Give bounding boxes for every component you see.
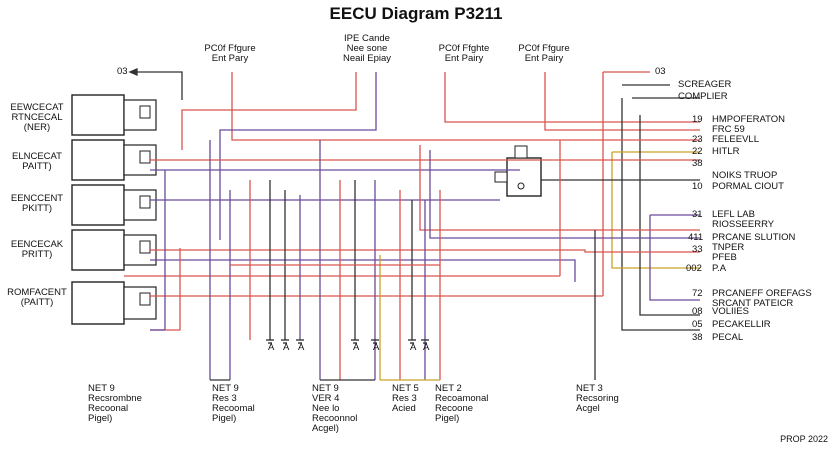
- left-label-3: EENCCENT PKITT): [10, 193, 64, 214]
- ground-mark-5: A: [373, 342, 380, 353]
- right-text-12: P.A: [712, 263, 727, 274]
- ecu-module-2: [71, 139, 157, 181]
- right-num-12: 002: [686, 263, 702, 274]
- right-text-8: PORMAL CIOUT: [712, 181, 784, 192]
- right-num-4: 19: [692, 114, 703, 125]
- ground-symbols: [266, 339, 429, 344]
- bottom-label-3: NET 9 VER 4 Nee lo Recoonnol Acgel): [312, 383, 358, 434]
- ecu-module-3: [71, 184, 157, 226]
- left-arrow-label: 03: [117, 66, 128, 77]
- right-num-6: 22: [692, 146, 703, 157]
- top-label-1: PC0f Ffgure Ent Pary: [204, 43, 256, 64]
- left-label-2: ELNCECAT PAITT): [12, 151, 62, 172]
- wires: [124, 68, 700, 381]
- top-label-2: IPE Cande Nee sone Neail Epiay: [342, 33, 392, 64]
- left-label-1: EEWCECAT RTNCECAL (NER): [10, 102, 64, 133]
- right-text-4: HMPOFERATON FRC 59: [712, 114, 786, 135]
- right-text-2: SCREAGER: [678, 79, 732, 90]
- right-num-8: 10: [692, 181, 703, 192]
- right-num-7: 38: [692, 158, 703, 169]
- right-num-14: 08: [692, 306, 703, 317]
- right-text-11: TNPER PFEB: [712, 242, 745, 263]
- bottom-label-1: NET 9 Recsrombne Recoonal Pigel): [88, 383, 142, 424]
- bottom-label-4: NET 5 Res 3 Acied: [392, 383, 419, 414]
- right-text-16: PECAL: [712, 332, 744, 343]
- bottom-label-2: NET 9 Res 3 Recoomal Pigel): [212, 383, 255, 424]
- right-text-6: HITLR: [712, 146, 740, 157]
- left-label-4: EENCECAK PRITT): [10, 239, 64, 260]
- right-text-13: PRCANEFF OREFAGS SRCANT PATEICR: [712, 288, 812, 309]
- right-num-1: 03: [655, 66, 666, 77]
- ecu-module-1: [71, 94, 157, 136]
- bottom-label-5: NET 2 Recoamonal Recoone Pigel): [435, 383, 489, 424]
- right-text-5: FELEEVLL: [712, 134, 759, 145]
- right-text-9: LEFL LAB RIOSSEERRY: [712, 209, 775, 230]
- sensor-block: [494, 145, 542, 197]
- right-num-5: 23: [692, 134, 703, 145]
- right-num-10: 411: [688, 232, 704, 243]
- footer-code: PROP 2022: [780, 434, 828, 444]
- ground-mark-3: A: [298, 342, 305, 353]
- right-text-7: NOIKS TRUOP: [712, 170, 778, 181]
- right-num-11: 33: [692, 244, 703, 255]
- bottom-label-6: NET 3 Recsoring Acgel: [576, 383, 619, 414]
- diagram-title: EECU Diagram P3211: [329, 4, 503, 23]
- right-text-3: COMPLIER: [678, 91, 728, 102]
- right-text-15: PECAKELLIR: [712, 319, 771, 330]
- right-num-13: 72: [692, 288, 703, 299]
- ground-mark-7: A: [423, 342, 430, 353]
- top-label-4: PC0f Ffgure Ent Pairy: [518, 43, 570, 64]
- right-num-9: 31: [692, 209, 703, 220]
- top-label-3: PC0f Ffghte Ent Pairy: [438, 43, 490, 64]
- right-text-14: VOLIIES: [712, 306, 749, 317]
- ground-mark-1: A: [268, 342, 275, 353]
- ecu-module-4: [71, 229, 157, 271]
- right-num-15: 05: [692, 319, 703, 330]
- right-num-16: 38: [692, 332, 703, 343]
- right-text-10: PRCANE SLUTION: [712, 232, 796, 243]
- ground-mark-2: A: [283, 342, 290, 353]
- ground-mark-4: A: [353, 342, 360, 353]
- ecu-module-5: [71, 281, 157, 325]
- left-label-5: ROMFACENT (PAITT): [7, 287, 67, 308]
- ground-mark-6: A: [410, 342, 417, 353]
